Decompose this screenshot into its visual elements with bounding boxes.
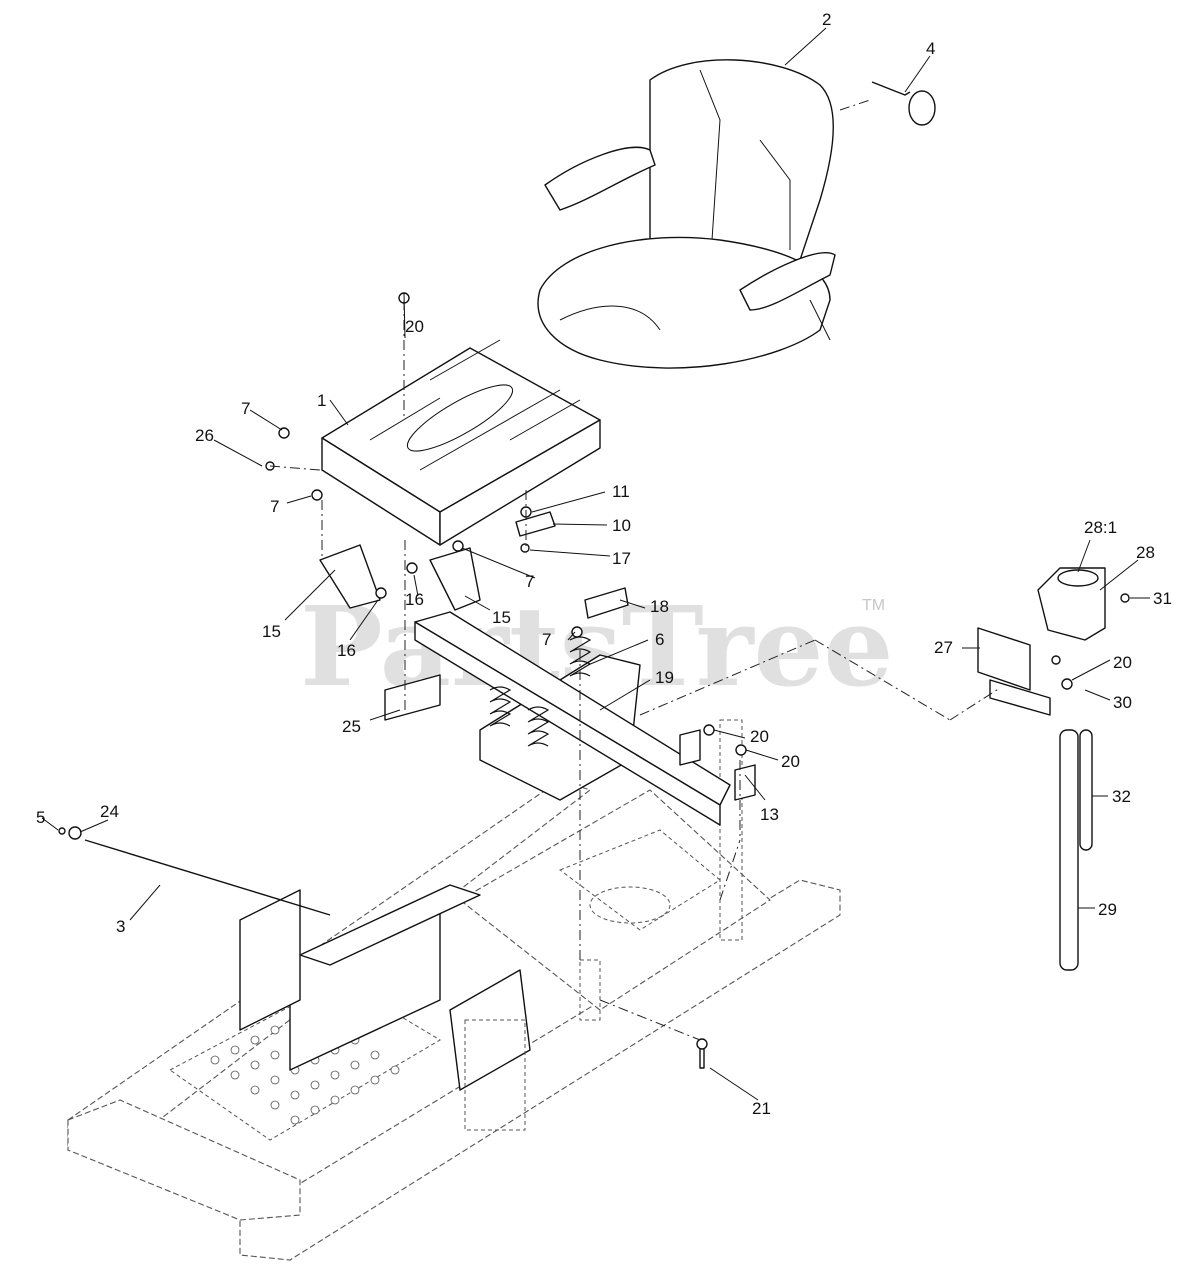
seat-rod bbox=[58, 826, 331, 916]
seat-brackets bbox=[319, 544, 481, 611]
callout-24: 24 bbox=[100, 802, 119, 821]
chassis-frame bbox=[67, 719, 841, 1261]
callout-7b: 7 bbox=[270, 497, 279, 516]
seat bbox=[537, 59, 836, 369]
callout-7a: 7 bbox=[241, 399, 250, 418]
seat-mount-plate bbox=[321, 339, 601, 546]
callout-1: 1 bbox=[317, 391, 326, 410]
callout-11: 11 bbox=[612, 482, 630, 501]
callout-3: 3 bbox=[116, 917, 125, 936]
callout-26: 26 bbox=[195, 426, 214, 445]
callout-29: 29 bbox=[1098, 900, 1117, 919]
callout-20a: 20 bbox=[405, 317, 424, 336]
callout-27: 27 bbox=[934, 638, 953, 657]
callout-17: 17 bbox=[612, 549, 631, 568]
leader-lines bbox=[41, 27, 1150, 1101]
callouts: 2 4 20 1 7 26 7 11 10 17 7 15 15 16 16 1… bbox=[36, 10, 1172, 1118]
callout-19: 19 bbox=[655, 668, 674, 687]
callout-16a: 16 bbox=[337, 641, 356, 660]
callout-6: 6 bbox=[655, 630, 664, 649]
callout-30: 30 bbox=[1113, 693, 1132, 712]
tank-assembly bbox=[977, 567, 1130, 971]
callout-28-1: 28:1 bbox=[1084, 518, 1117, 537]
callout-20c: 20 bbox=[781, 752, 800, 771]
callout-28: 28 bbox=[1136, 543, 1155, 562]
callout-21: 21 bbox=[752, 1099, 771, 1118]
callout-32: 32 bbox=[1112, 787, 1131, 806]
callout-13: 13 bbox=[760, 805, 779, 824]
callout-20b: 20 bbox=[750, 727, 769, 746]
callout-2: 2 bbox=[822, 10, 831, 29]
footrest-assembly bbox=[239, 884, 531, 1131]
assembly-lines bbox=[269, 99, 1001, 1041]
callout-25: 25 bbox=[342, 717, 361, 736]
callout-7d: 7 bbox=[542, 630, 551, 649]
callout-31: 31 bbox=[1153, 589, 1172, 608]
callout-5: 5 bbox=[36, 808, 45, 827]
callout-4: 4 bbox=[926, 39, 935, 58]
watermark-trademark: TM bbox=[862, 597, 885, 614]
callout-18: 18 bbox=[650, 597, 669, 616]
callout-10: 10 bbox=[612, 516, 631, 535]
callout-7c: 7 bbox=[525, 572, 534, 591]
callout-15a: 15 bbox=[262, 622, 281, 641]
callout-20d: 20 bbox=[1113, 653, 1132, 672]
key-tag bbox=[871, 81, 936, 126]
callout-15b: 15 bbox=[492, 608, 511, 627]
callout-16b: 16 bbox=[405, 590, 424, 609]
